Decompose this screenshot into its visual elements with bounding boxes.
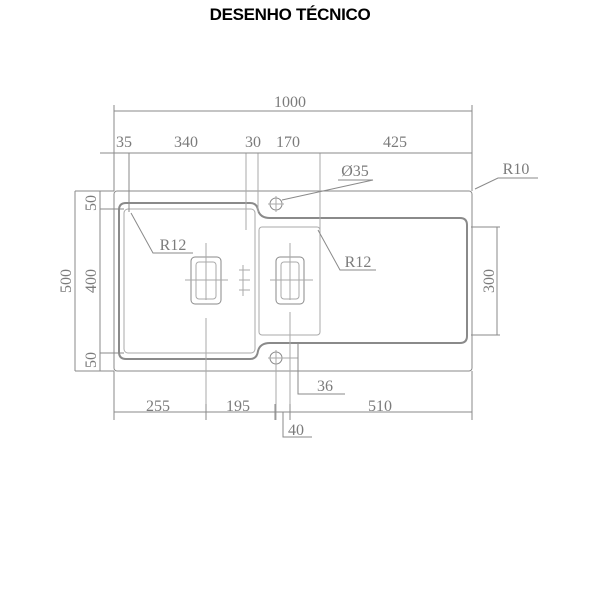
dim-right-offset: 510 xyxy=(368,398,392,415)
dim-drain-spacing: 195 xyxy=(226,398,250,415)
dim-bowl-width: 340 xyxy=(174,134,198,151)
dim-total-width: 1000 xyxy=(274,94,306,111)
dim-hole-offset-vertical: 36 xyxy=(317,378,333,395)
dim-corner-radius: R10 xyxy=(503,161,530,178)
page-title: DESENHO TÉCNICO xyxy=(209,5,371,24)
dim-drainer-width: 425 xyxy=(383,134,407,151)
left-bowl-inner xyxy=(123,208,256,354)
dim-bowl-radius: R12 xyxy=(160,237,187,254)
dim-bowl-depth: 400 xyxy=(83,269,100,293)
dim-drain-offset-left: 255 xyxy=(146,398,170,415)
dim-total-depth: 500 xyxy=(58,269,75,293)
tap-hole-icon xyxy=(268,350,298,420)
dim-hole-offset-horizontal: 40 xyxy=(288,422,304,439)
dim-bottom-margin: 50 xyxy=(83,352,100,368)
dim-top-margin: 50 xyxy=(83,195,100,211)
dim-left-margin: 35 xyxy=(116,134,132,151)
dim-drainer-depth: 300 xyxy=(481,269,498,293)
dim-divider: 30 xyxy=(245,134,261,151)
dim-drainer-radius: R12 xyxy=(345,254,372,271)
left-bowl xyxy=(118,202,468,360)
dim-drainer-bowl-width: 170 xyxy=(276,134,300,151)
dim-tap-hole: Ø35 xyxy=(341,163,369,180)
tap-hole-icon xyxy=(268,196,284,212)
sink-outline xyxy=(113,190,473,372)
